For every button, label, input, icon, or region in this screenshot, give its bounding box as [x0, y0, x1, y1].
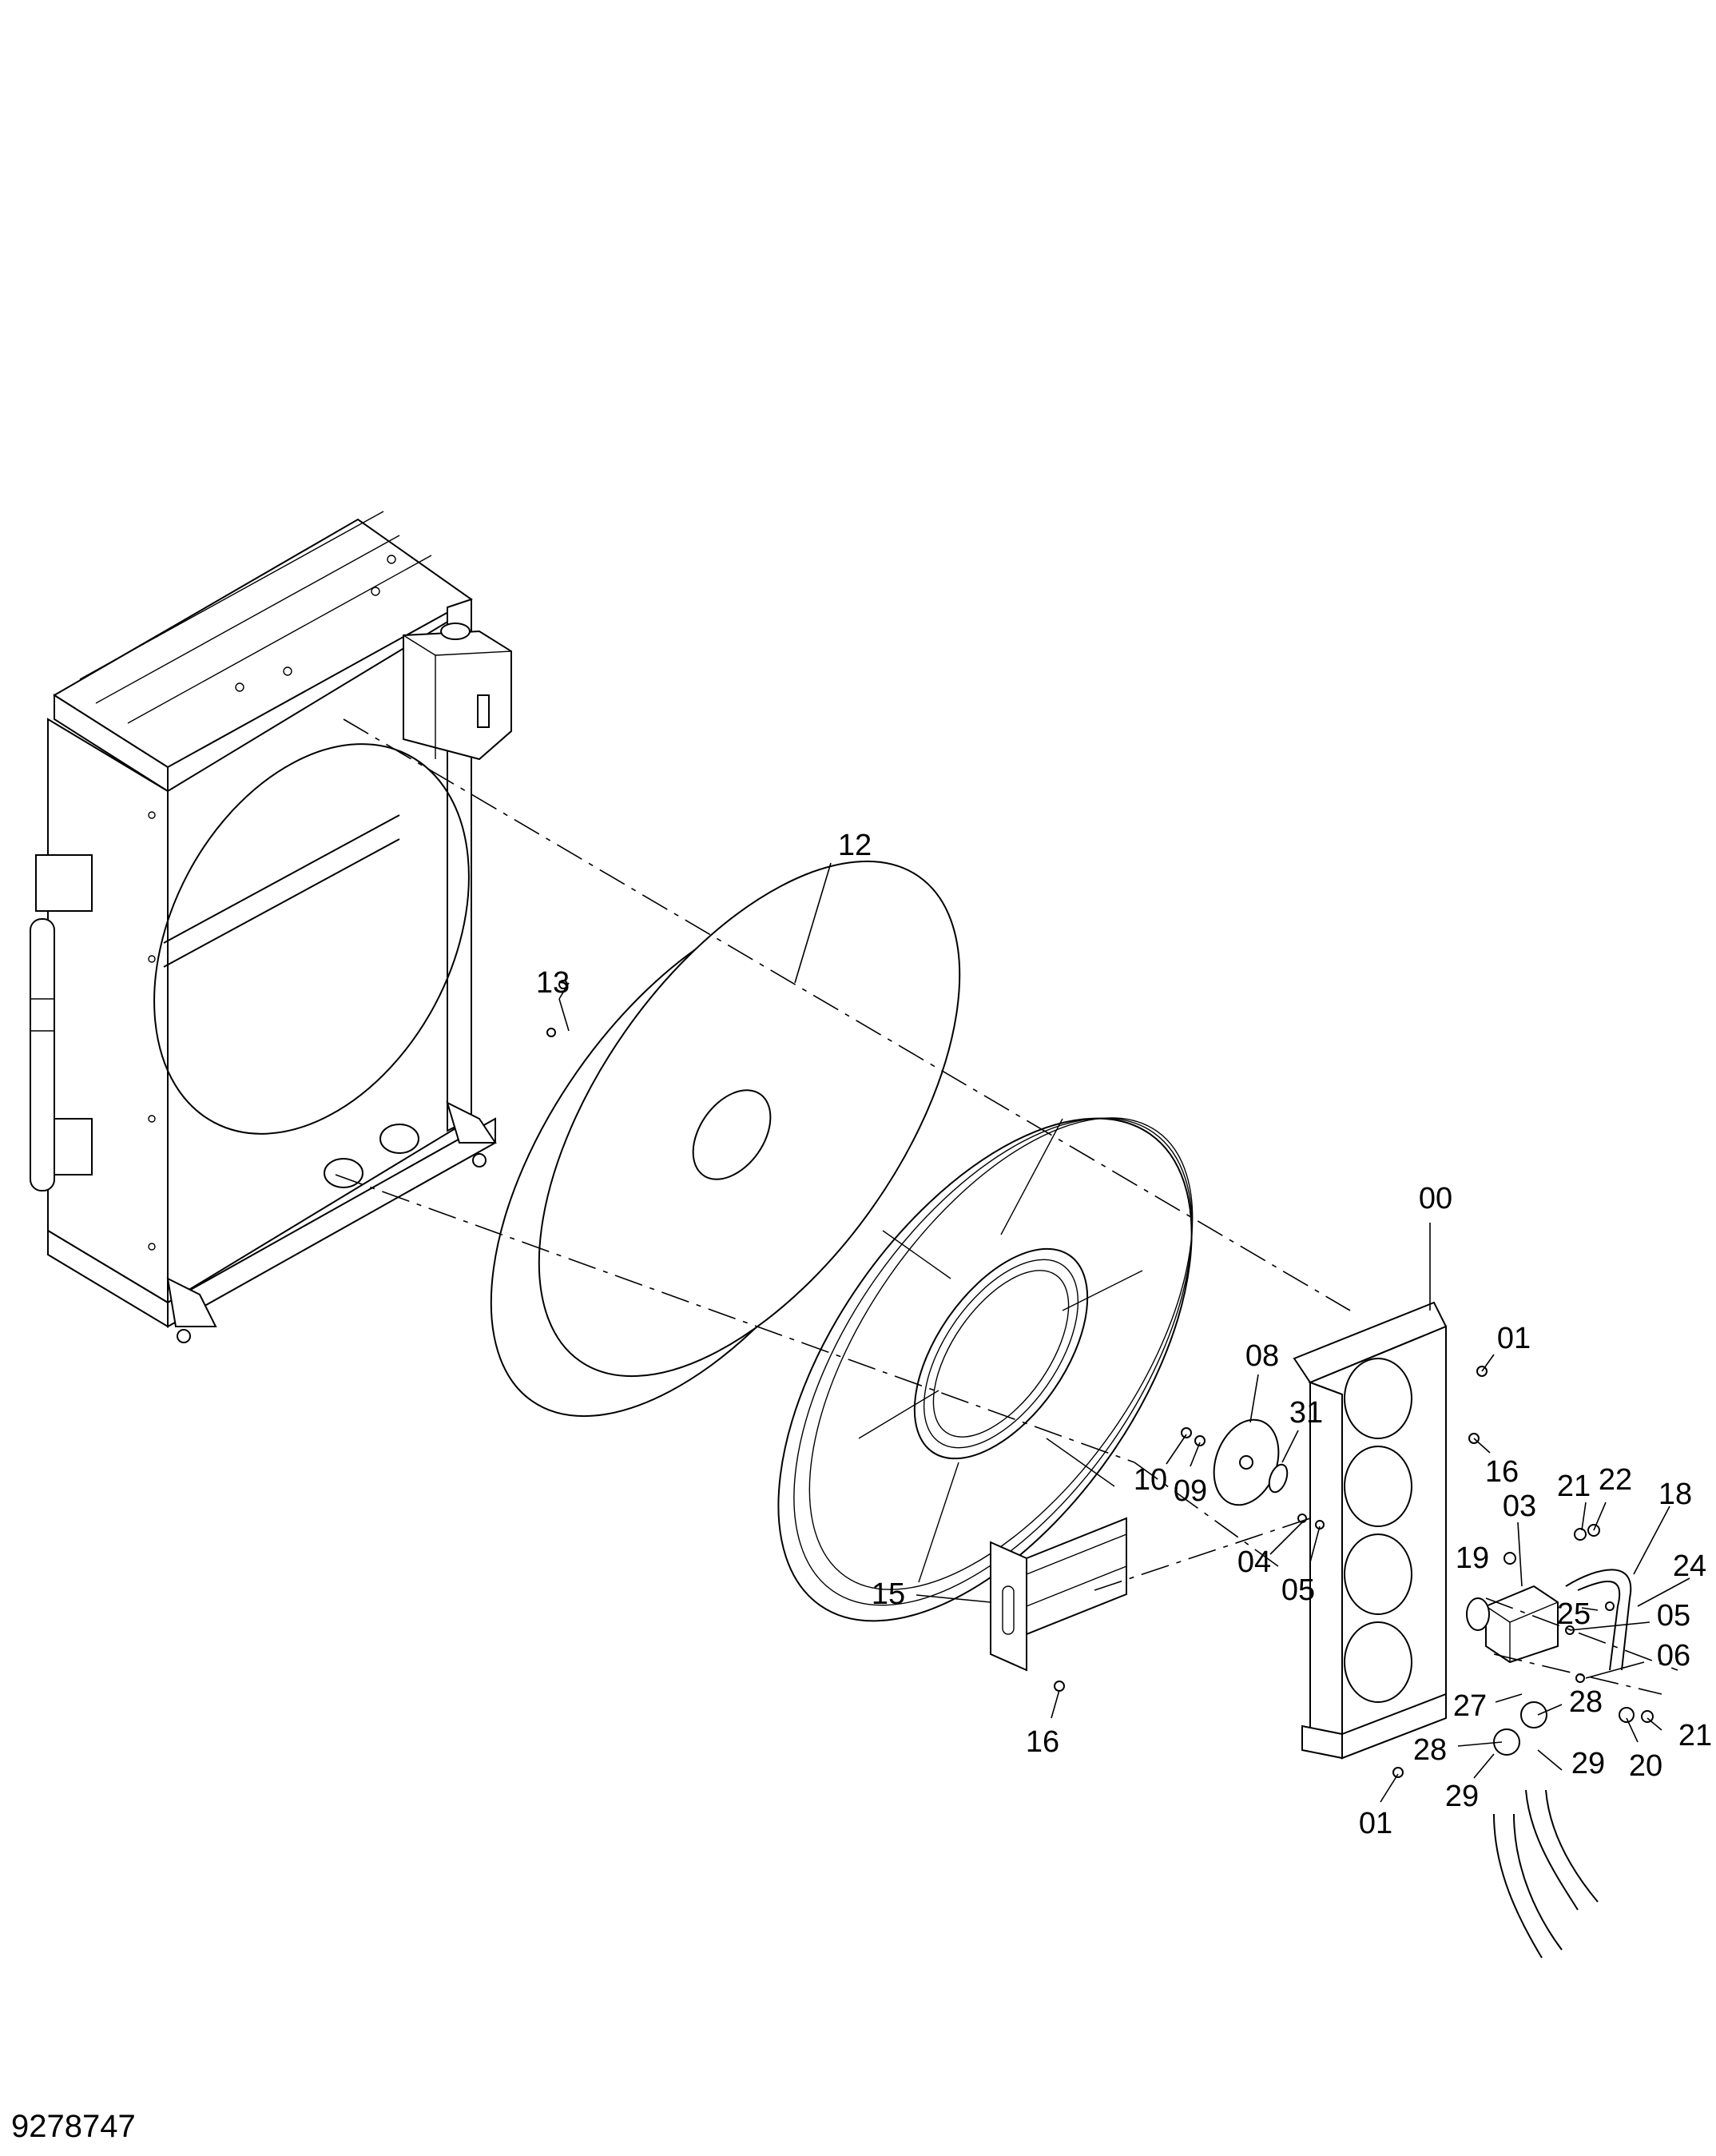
callout-29-left: 29 [1444, 1780, 1480, 1813]
callout-31: 31 [1289, 1396, 1324, 1430]
callout-16-right: 16 [1484, 1455, 1519, 1489]
callout-19: 19 [1455, 1541, 1490, 1575]
callout-05-right: 05 [1656, 1599, 1691, 1633]
callout-09: 09 [1173, 1474, 1208, 1508]
callout-03: 03 [1502, 1490, 1537, 1523]
callout-01-top: 01 [1496, 1322, 1531, 1355]
callout-10: 10 [1133, 1463, 1168, 1497]
support-bracket [991, 1518, 1126, 1670]
callout-00: 00 [1418, 1182, 1453, 1215]
adapter-plate [1202, 1410, 1290, 1514]
diagram-id: 9278747 [11, 2109, 136, 2144]
callout-12: 12 [837, 829, 872, 862]
callout-05-left: 05 [1281, 1573, 1316, 1607]
callout-21-bottom: 21 [1678, 1719, 1713, 1752]
callout-15: 15 [871, 1577, 906, 1611]
callout-16-bottom: 16 [1025, 1725, 1060, 1759]
hydraulic-hoses [1494, 1569, 1631, 1958]
callout-28-left: 28 [1412, 1733, 1448, 1767]
callout-27: 27 [1452, 1689, 1488, 1723]
fan-guard [696, 1047, 1274, 1693]
callout-01-bottom: 01 [1358, 1807, 1393, 1840]
callout-29-right: 29 [1571, 1747, 1606, 1780]
callout-20: 20 [1628, 1749, 1663, 1783]
callout-22: 22 [1598, 1463, 1633, 1497]
callout-13: 13 [535, 966, 570, 1000]
radiator-assembly [30, 511, 533, 1343]
callout-04: 04 [1237, 1545, 1272, 1579]
alignment-lines [336, 719, 1678, 1694]
motor-bracket-frame [1294, 1303, 1446, 1758]
hydraulic-motor [1467, 1586, 1558, 1662]
callout-18: 18 [1658, 1478, 1693, 1511]
fasteners [547, 981, 1653, 1777]
callout-28-right: 28 [1568, 1685, 1603, 1719]
callout-06: 06 [1656, 1639, 1691, 1673]
shroud-ring [407, 790, 1043, 1488]
callout-08: 08 [1245, 1339, 1280, 1373]
callout-24: 24 [1672, 1549, 1707, 1583]
callout-21-top: 21 [1556, 1470, 1591, 1503]
leader-lines [559, 863, 1690, 1802]
callout-25: 25 [1556, 1597, 1591, 1631]
